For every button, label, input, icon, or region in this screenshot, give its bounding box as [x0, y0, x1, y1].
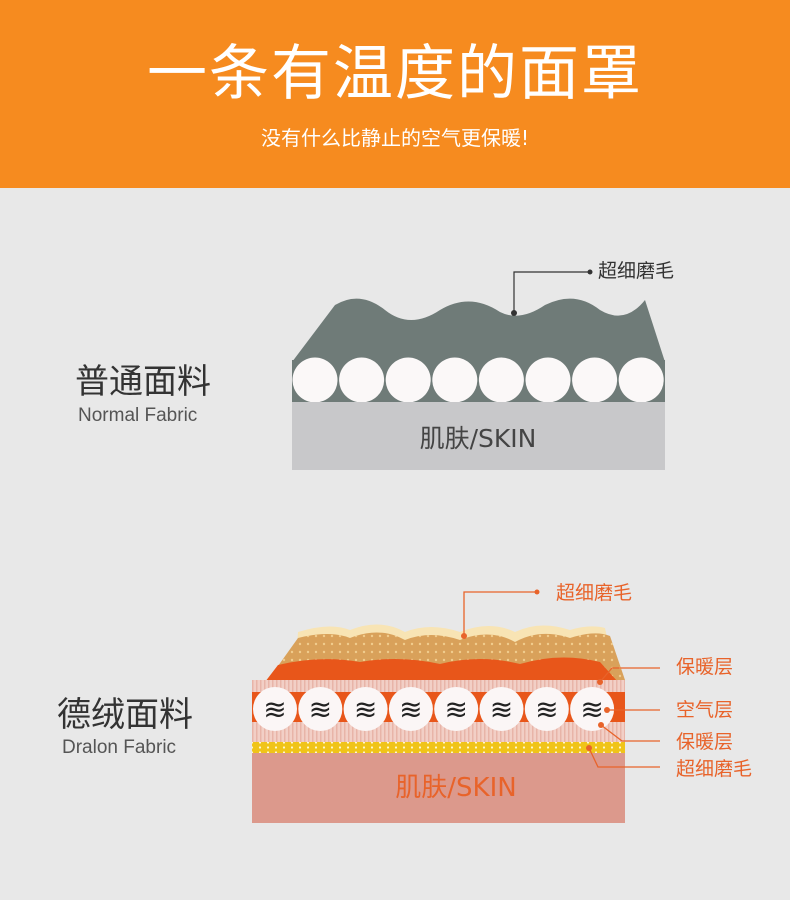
air-wave-icon: ≋: [399, 693, 422, 726]
air-circle: [298, 687, 343, 731]
dralon-fabric-title: 德绒面料: [57, 695, 193, 735]
fiber-circle: [292, 357, 338, 403]
normal-leader-line: [513, 271, 590, 313]
fiber-circle: [572, 357, 618, 403]
air-wave-icon: ≋: [535, 693, 558, 726]
air-circle: [388, 687, 433, 731]
air-circle: [479, 687, 524, 731]
air-circle: [570, 687, 615, 731]
fiber-circle: [432, 357, 478, 403]
dralon-fabric-subtitle: Dralon Fabric: [62, 737, 177, 758]
fiber-circle: [385, 357, 431, 403]
air-wave-icon: ≋: [354, 693, 377, 726]
page-title: 一条有温度的面罩: [147, 39, 643, 109]
page-subtitle: 没有什么比静止的空气更保暖!: [260, 126, 530, 150]
normal-label-brushed: 超细磨毛: [598, 260, 674, 282]
dralon-leader-lines: [463, 591, 660, 768]
normal-brushed-layer: [292, 298, 665, 362]
normal-fabric-title: 普通面料: [75, 362, 211, 402]
dralon-air-circles: ≋ ≋ ≋ ≋ ≋ ≋ ≋ ≋: [253, 687, 615, 731]
air-circle: [434, 687, 479, 731]
dralon-label-brushed-top: 超细磨毛: [556, 582, 632, 604]
normal-fiber-circles: [292, 357, 664, 403]
air-circle: [524, 687, 569, 731]
normal-skin-layer: [292, 402, 665, 470]
dralon-label-warm-1: 保暖层: [676, 656, 733, 678]
air-wave-icon: ≋: [263, 693, 286, 726]
normal-fabric-diagram: 肌肤/SKIN 超细磨毛: [292, 260, 674, 470]
header-banner: 一条有温度的面罩 没有什么比静止的空气更保暖!: [0, 0, 790, 188]
air-wave-icon: ≋: [580, 693, 603, 726]
air-wave-icon: ≋: [490, 693, 513, 726]
dralon-warm-layer-top: [265, 657, 618, 682]
dralon-label-brushed-bottom: 超细磨毛: [676, 758, 752, 780]
normal-fabric-subtitle: Normal Fabric: [78, 405, 198, 426]
leader-dot-icon: [587, 269, 593, 275]
dralon-label-air: 空气层: [676, 699, 733, 721]
leader-dot-icons: [461, 589, 610, 751]
leader-dot-icon: [511, 310, 517, 316]
dralon-skin-label: 肌肤/SKIN: [395, 773, 516, 803]
fiber-circle: [525, 357, 571, 403]
fiber-circle: [339, 357, 385, 403]
dralon-label-warm-2: 保暖层: [676, 731, 733, 753]
normal-skin-label: 肌肤/SKIN: [420, 424, 537, 453]
fiber-circle: [618, 357, 664, 403]
air-wave-icon: ≋: [309, 693, 332, 726]
fiber-circle: [478, 357, 524, 403]
air-circle: [253, 687, 297, 731]
air-wave-icon: ≋: [444, 693, 467, 726]
dralon-fabric-diagram: ≋ ≋ ≋ ≋ ≋ ≋ ≋ ≋ 肌肤/SKIN 超细磨毛 保暖层 空气层 保暖层 超细磨毛: [252, 582, 752, 823]
dralon-skin-layer: [252, 753, 625, 823]
air-circle: [343, 687, 388, 731]
